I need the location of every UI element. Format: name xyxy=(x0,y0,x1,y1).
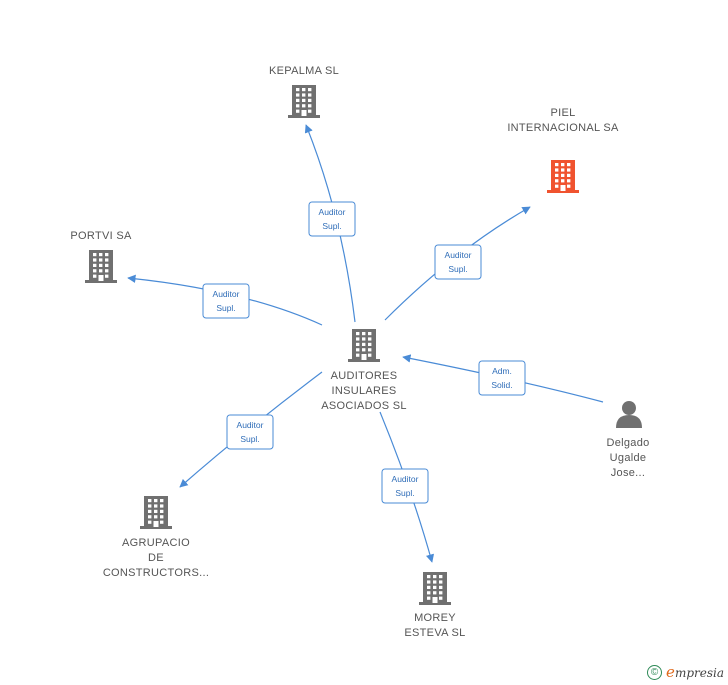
person-icon xyxy=(616,401,642,428)
edge-label-text: Supl. xyxy=(322,221,341,231)
node-label: Ugalde xyxy=(610,452,647,464)
edge-label-text: Auditor xyxy=(392,474,419,484)
building-icon xyxy=(419,572,451,605)
edge-label-text: Auditor xyxy=(445,250,472,260)
node-auditores[interactable]: AUDITORES INSULARES ASOCIADOS SL xyxy=(321,329,407,412)
node-label: PORTVI SA xyxy=(70,230,132,242)
node-delgado[interactable]: DelgadoUgaldeJose... xyxy=(606,401,649,479)
node-kepalma[interactable]: KEPALMA SL xyxy=(269,65,339,118)
edge-label-box xyxy=(381,468,429,504)
edge-label-text: Solid. xyxy=(491,380,512,390)
node-label: ESTEVA SL xyxy=(404,627,465,639)
edge-label-text: Auditor xyxy=(213,289,240,299)
building-icon xyxy=(85,250,117,283)
node-agrupacio[interactable]: AGRUPACIO DE CONSTRUCTORS... xyxy=(103,496,209,579)
edge-label-text: Adm. xyxy=(492,366,512,376)
node-label: INSULARES xyxy=(331,385,396,397)
node-label: CONSTRUCTORS... xyxy=(103,567,209,579)
empresia-logo: empresia xyxy=(666,663,724,681)
edge-delgado-to-auditores: Adm. Solid. xyxy=(402,354,604,403)
node-label: Jose... xyxy=(611,467,646,479)
node-label: INTERNACIONAL SA xyxy=(507,122,619,134)
node-piel[interactable]: PIEL INTERNACIONAL SA xyxy=(507,107,619,193)
node-label: AGRUPACIO xyxy=(122,537,190,549)
edge-label-box xyxy=(434,244,482,280)
node-morey[interactable]: MOREY ESTEVA SL xyxy=(404,572,465,639)
edge-label-text: Supl. xyxy=(448,264,467,274)
edge-label-box xyxy=(308,201,356,237)
node-label: Delgado xyxy=(606,437,649,449)
node-label: PIEL xyxy=(550,107,575,119)
edge-label-box xyxy=(478,360,526,396)
node-label: MOREY xyxy=(414,612,456,624)
building-icon xyxy=(547,160,579,193)
node-label: KEPALMA SL xyxy=(269,65,339,77)
building-icon xyxy=(140,496,172,529)
copyright-icon: © xyxy=(647,664,663,680)
footer-brand: © empresia xyxy=(647,663,724,681)
edge-label-text: Auditor xyxy=(237,420,264,430)
edge-label-box xyxy=(202,283,250,319)
edge-label-text: Auditor xyxy=(319,207,346,217)
edge-label-text: Supl. xyxy=(216,303,235,313)
edge-label-text: Supl. xyxy=(395,488,414,498)
node-label: ASOCIADOS SL xyxy=(321,400,407,412)
node-label: DE xyxy=(148,552,164,564)
building-icon xyxy=(288,85,320,118)
node-label: AUDITORES xyxy=(331,370,398,382)
building-icon xyxy=(348,329,380,362)
edge-label-text: Supl. xyxy=(240,434,259,444)
node-portvi[interactable]: PORTVI SA xyxy=(70,230,132,283)
edge-label-box xyxy=(226,414,274,450)
